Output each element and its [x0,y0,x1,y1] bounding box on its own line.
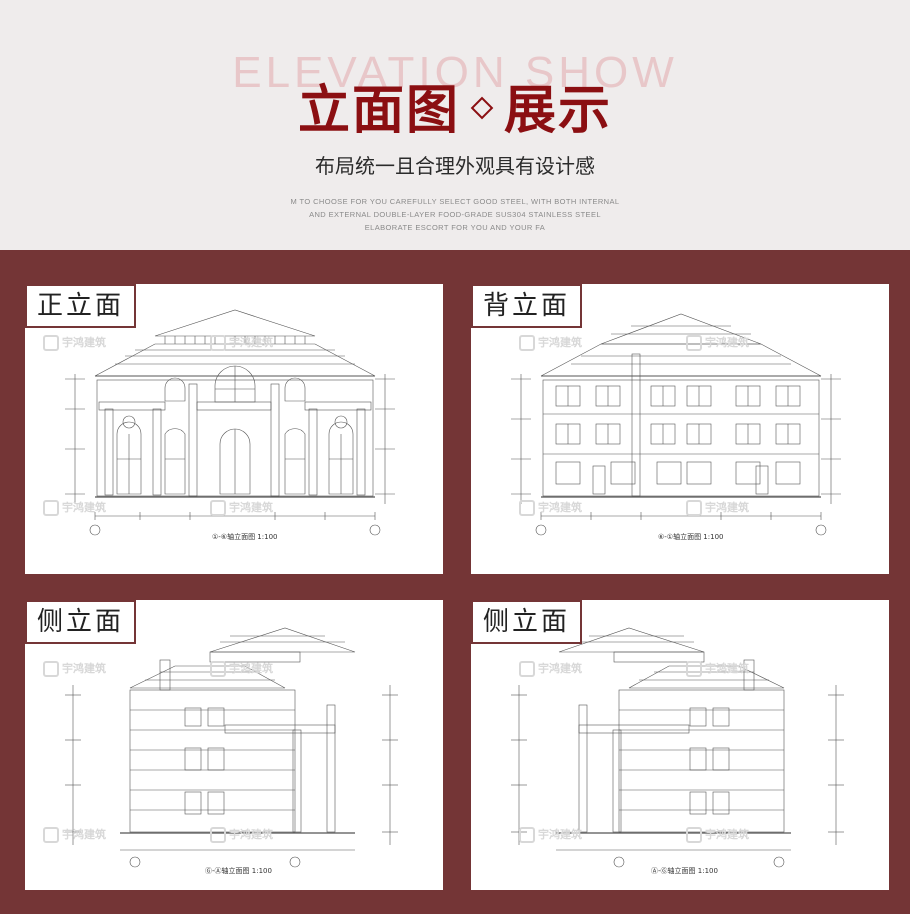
ghost-title: ELEVATION SHOW [232,48,678,97]
panel-label: 侧立面 [25,600,137,644]
watermark: 宇鸿建筑 [519,334,582,351]
watermark-logo-icon [210,500,226,516]
watermark-logo-icon [686,827,702,843]
tagline: M TO CHOOSE FOR YOU CAREFULLY SELECT GOO… [0,195,910,234]
watermark-logo-icon [210,827,226,843]
panel-back-elevation[interactable]: 宇鸿建筑 宇鸿建筑 宇鸿建筑 宇鸿建筑 ⑥-①轴立面图 1:100 背立面 [471,284,889,574]
watermark: 宇鸿建筑 [210,499,273,516]
tagline-line: AND EXTERNAL DOUBLE-LAYER FOOD-GRADE SUS… [309,210,601,219]
watermark: 宇鸿建筑 [686,660,749,677]
panel-label: 正立面 [25,284,137,328]
drawing-caption: ⑥-①轴立面图 1:100 [658,533,724,541]
watermark: 宇鸿建筑 [43,334,106,351]
watermark-logo-icon [210,335,226,351]
title-right: 展示 [504,81,613,141]
watermark-logo-icon [43,661,59,677]
panel-front-elevation[interactable]: 宇鸿建筑 宇鸿建筑 宇鸿建筑 宇鸿建筑 ①-⑥轴立面图 1:100 正立面 [25,284,443,574]
watermark-logo-icon [686,335,702,351]
panel-label: 背立面 [471,284,583,328]
title-left: 立面图 [297,81,460,141]
watermark: 宇鸿建筑 [210,660,273,677]
drawing-caption: Ⓖ-Ⓐ轴立面图 1:100 [205,867,272,875]
watermark: 宇鸿建筑 [686,334,749,351]
header: ELEVATION SHOW 立面图展示 布局统一且合理外观具有设计感 M TO… [0,0,910,250]
watermark-logo-icon [519,827,535,843]
panel-label: 侧立面 [471,600,583,644]
watermark-logo-icon [43,827,59,843]
panel-side-elevation-left[interactable]: 宇鸿建筑 宇鸿建筑 宇鸿建筑 宇鸿建筑 Ⓖ-Ⓐ轴立面图 1:100 侧立面 [25,600,443,890]
watermark: 宇鸿建筑 [210,826,273,843]
watermark-logo-icon [519,661,535,677]
tagline-line: M TO CHOOSE FOR YOU CAREFULLY SELECT GOO… [290,197,620,206]
watermark: 宇鸿建筑 [686,826,749,843]
watermark-logo-icon [210,661,226,677]
watermark: 宇鸿建筑 [519,826,582,843]
drawing-caption: Ⓐ-Ⓖ轴立面图 1:100 [651,867,718,875]
back-elevation-drawing [511,313,841,536]
watermark-logo-icon [686,500,702,516]
drawing-caption: ①-⑥轴立面图 1:100 [212,533,278,541]
watermark-logo-icon [519,335,535,351]
front-elevation-drawing [65,309,395,536]
watermark-logo-icon [519,500,535,516]
watermark: 宇鸿建筑 [43,499,106,516]
watermark: 宇鸿建筑 [519,499,582,516]
tagline-line: ELABORATE ESCORT FOR YOU AND YOUR FA [364,223,546,232]
page-title: 立面图展示 [0,80,910,142]
watermark: 宇鸿建筑 [686,499,749,516]
side-elevation-drawing [65,627,398,868]
watermark: 宇鸿建筑 [43,660,106,677]
watermark-logo-icon [43,335,59,351]
watermark-logo-icon [686,661,702,677]
watermark: 宇鸿建筑 [43,826,106,843]
watermark: 宇鸿建筑 [519,660,582,677]
watermark: 宇鸿建筑 [210,334,273,351]
panel-side-elevation-right[interactable]: 宇鸿建筑 宇鸿建筑 宇鸿建筑 宇鸿建筑 Ⓐ-Ⓖ轴立面图 1:100 侧立面 [471,600,889,890]
subtitle: 布局统一且合理外观具有设计感 [315,154,595,178]
diamond-icon [470,96,494,120]
watermark-logo-icon [43,500,59,516]
